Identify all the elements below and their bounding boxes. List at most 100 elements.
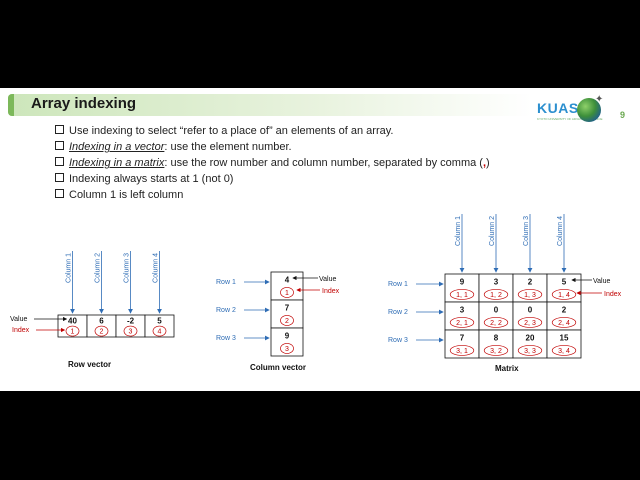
page-number: 9 [620,110,626,120]
matrix-index-ellipse [517,345,543,356]
matrix-index: 1, 2 [490,292,502,299]
row-vector-index: 1 [71,329,75,336]
matrix-index: 2, 1 [456,320,468,327]
matrix-column-1-label: Column 1 [455,216,462,246]
value-label: Value [593,278,610,285]
matrix-caption: Matrix [495,364,519,373]
bullet-3: Indexing in a matrix: use the row number… [55,157,490,169]
matrix-index-ellipse [551,345,577,356]
globe-icon [577,98,601,122]
matrix-index: 3, 2 [490,348,502,355]
matrix-value: 2 [528,278,533,287]
matrix-column-3-label: Column 3 [523,216,530,246]
row-vector-index: 2 [100,329,104,336]
matrix-index: 2, 3 [524,320,536,327]
title-bar [8,94,532,116]
index-label: Index [12,327,30,334]
slide-title: Array indexing [31,95,137,112]
matrix-cell [444,329,480,359]
column-vector-cell [270,299,304,329]
bullet-text: Indexing always starts at 1 (not 0) [69,173,234,185]
column-vector-index-ellipse [280,343,294,354]
row-vector-index: 4 [158,329,162,336]
bullet-text-end: ) [486,157,490,169]
matrix-column-2-label: Column 2 [489,216,496,246]
matrix-value: 7 [460,334,465,343]
row-vector-caption: Row vector [68,360,111,369]
row-vector-value: -2 [127,316,135,325]
value-label: Value [319,276,336,283]
checkbox-bullet-icon [55,189,64,198]
bullet-4: Indexing always starts at 1 (not 0) [55,173,233,185]
row-vector-index: 3 [129,329,133,336]
matrix-row-3-label: Row 3 [388,337,408,344]
bullet-text: Use indexing to select “refer to a place… [69,125,394,137]
matrix-row-2-label: Row 2 [388,309,408,316]
matrix-index-ellipse [551,317,577,328]
matrix-value: 8 [494,334,499,343]
bullet-5: Column 1 is left column [55,189,183,201]
matrix-index-ellipse [551,289,577,300]
index-label: Index [604,291,622,298]
matrix-index-ellipse [483,345,509,356]
row-vector-index-ellipse [65,325,80,337]
column-vector-index-ellipse [280,287,294,298]
column-vector-row-3-label: Row 3 [216,335,236,342]
row-vector-column-3-label: Column 3 [124,253,131,283]
column-vector-row-1-label: Row 1 [216,279,236,286]
row-vector-index-ellipse [123,325,138,337]
checkbox-bullet-icon [55,141,64,150]
satellite-icon: ✦ [595,94,604,105]
matrix-index-ellipse [449,345,475,356]
matrix-index: 2, 4 [558,320,570,327]
column-vector-index-ellipse [280,315,294,326]
matrix-cell [512,273,548,303]
column-vector-caption: Column vector [250,363,306,372]
bullet-2: Indexing in a vector: use the element nu… [55,141,292,153]
row-vector-column-4-label: Column 4 [153,253,160,283]
matrix-value: 15 [560,334,569,343]
matrix-index-ellipse [483,289,509,300]
matrix-cell [512,301,548,331]
bullet-text: Column 1 is left column [69,189,184,201]
matrix-cell [546,301,582,331]
matrix-value: 20 [526,334,535,343]
matrix-index-ellipse [517,289,543,300]
column-vector-index: 1 [285,290,289,297]
matrix-index-ellipse [517,317,543,328]
matrix-cell [478,329,514,359]
matrix-value: 5 [562,278,567,287]
column-vector-cell [270,327,304,357]
matrix-index-ellipse [449,289,475,300]
matrix-index: 3, 3 [524,348,536,355]
row-vector-index-ellipse [94,325,109,337]
matrix-cell [444,273,480,303]
checkbox-bullet-icon [55,173,64,182]
matrix-index: 3, 4 [558,348,570,355]
matrix-value: 0 [528,306,533,315]
matrix-column-4-label: Column 4 [557,216,564,246]
bullet-1: Use indexing to select “refer to a place… [55,125,393,137]
title-accent [8,94,14,116]
logo-text: KUAS [537,100,579,116]
matrix-index-ellipse [449,317,475,328]
logo-subtitle: KYOTO UNIVERSITY OF ADVANCED SCIENCE [537,117,603,121]
value-label: Value [10,316,27,323]
bullet-emphasis: Indexing in a vector [69,141,165,153]
row-vector-column-2-label: Column 2 [95,253,102,283]
checkbox-bullet-icon [55,125,64,134]
matrix-value: 2 [562,306,567,315]
bullet-text: : use the element number. [164,141,292,153]
row-vector-index-ellipse [152,325,167,337]
comma-highlight: , [482,157,487,169]
column-vector-value: 4 [285,276,290,285]
column-vector-cell [270,271,304,301]
matrix-row-1-label: Row 1 [388,281,408,288]
matrix-index-ellipse [483,317,509,328]
matrix-index: 2, 2 [490,320,502,327]
matrix-index: 3, 1 [456,348,468,355]
